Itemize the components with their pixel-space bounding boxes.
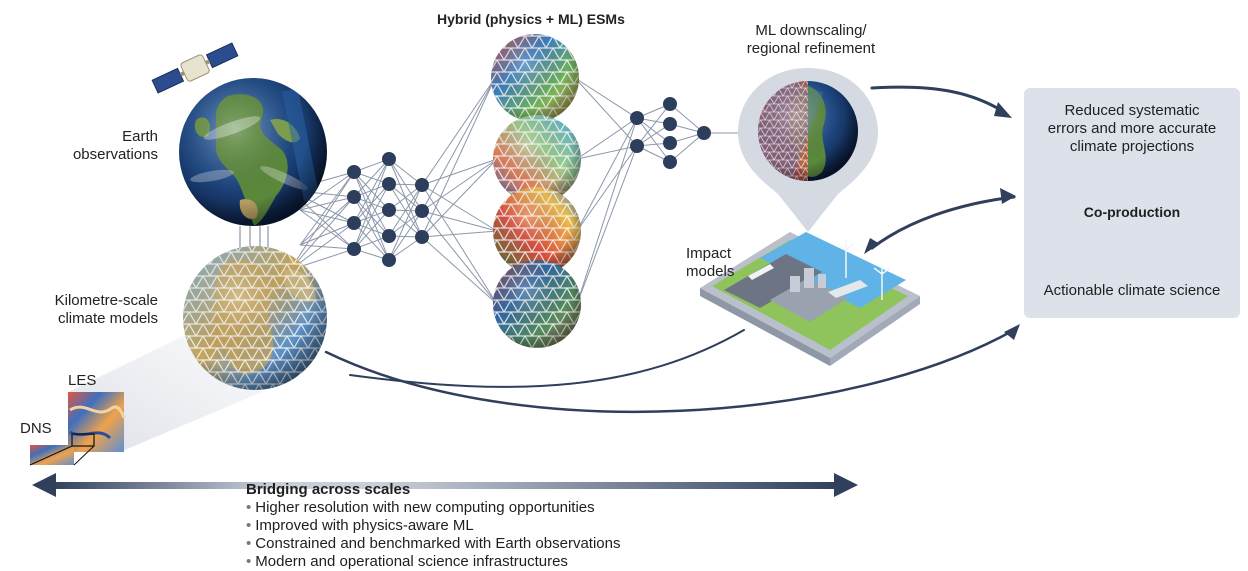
les-patch (68, 392, 126, 452)
flow-arrows (324, 85, 1016, 414)
network-node (415, 178, 429, 192)
arrow-outcome-to-impact (870, 195, 1016, 250)
bridging-item: •Higher resolution with new computing op… (246, 499, 595, 516)
network-node (630, 139, 644, 153)
hybrid-esm-globe-4 (493, 260, 581, 348)
actionable-science-label: Actionable climate science (1043, 282, 1221, 299)
outcome-text: Reduced systematic errors and more accur… (1024, 102, 1240, 156)
outcome-line1: Reduced systematic (1064, 102, 1200, 119)
ml-downscaling-line2: regional refinement (746, 40, 876, 57)
arrowheads (864, 102, 1020, 340)
earth-obs-line2: observations (72, 146, 158, 163)
km-scale-globe (183, 246, 327, 390)
downscaling-pin (738, 68, 878, 232)
network-node (382, 203, 396, 217)
network-node (347, 216, 361, 230)
network-node (382, 229, 396, 243)
network-node (415, 230, 429, 244)
network-node (382, 253, 396, 267)
ml-downscaling-line1: ML downscaling/ (755, 22, 867, 39)
network-node (663, 155, 677, 169)
impact-models-label: Impact models (686, 245, 734, 281)
bridging-item-text: Higher resolution with new computing opp… (255, 499, 595, 516)
network-node (347, 165, 361, 179)
bridging-list: •Higher resolution with new computing op… (246, 499, 620, 571)
network-node (663, 97, 677, 111)
network-node (347, 190, 361, 204)
coproduction-label: Co-production (1083, 204, 1181, 220)
earth-obs-line1: Earth (122, 128, 158, 145)
outcome-box: Reduced systematic errors and more accur… (1024, 88, 1240, 318)
km-scale-line2: climate models (57, 310, 158, 327)
network-node (347, 242, 361, 256)
dns-patch (29, 433, 95, 466)
impact-line2: models (686, 263, 735, 280)
km-scale-label: Kilometre-scale climate models (20, 292, 158, 328)
bridging-item: •Constrained and benchmarked with Earth … (246, 535, 621, 552)
bridging-section: Bridging across scales •Higher resolutio… (246, 481, 620, 571)
network-node (663, 136, 677, 150)
bridging-item-text: Modern and operational science infrastru… (255, 553, 568, 570)
hybrid-esm-globe-2 (493, 115, 581, 203)
impact-line1: Impact (686, 245, 732, 262)
bridging-item: •Improved with physics-aware ML (246, 517, 474, 534)
les-label: LES (68, 372, 97, 389)
bridging-title: Bridging across scales (246, 481, 411, 498)
km-scale-line1: Kilometre-scale (54, 292, 158, 309)
outcome-line3: climate projections (1069, 138, 1195, 155)
outcome-line2: errors and more accurate (1047, 120, 1217, 137)
earth-observation-globe (179, 78, 327, 226)
ml-downscaling-label: ML downscaling/ regional refinement (726, 22, 896, 58)
arrow-models-to-outcome (324, 328, 1016, 414)
impact-models-tile (700, 232, 920, 366)
network-node (415, 204, 429, 218)
network-node (663, 117, 677, 131)
hybrid-esm-title: Hybrid (physics + ML) ESMs (437, 11, 625, 27)
network-node (630, 111, 644, 125)
arrow-downscaling-to-outcome (870, 85, 1006, 114)
network-node (382, 177, 396, 191)
hybrid-esm-globe-1 (491, 34, 579, 122)
bridging-item: •Modern and operational science infrastr… (246, 553, 568, 570)
dns-label: DNS (20, 420, 52, 437)
network-nodes (347, 97, 711, 267)
satellite-icon (151, 42, 239, 94)
bridging-item-text: Constrained and benchmarked with Earth o… (255, 535, 621, 552)
scale-double-arrow (32, 473, 858, 497)
network-node (382, 152, 396, 166)
network-node (697, 126, 711, 140)
hybrid-esm-globe-3 (493, 187, 581, 275)
arrow-impact-to-models (349, 329, 745, 388)
bridging-item-text: Improved with physics-aware ML (255, 517, 474, 534)
earth-observations-label: Earth observations (48, 128, 158, 164)
